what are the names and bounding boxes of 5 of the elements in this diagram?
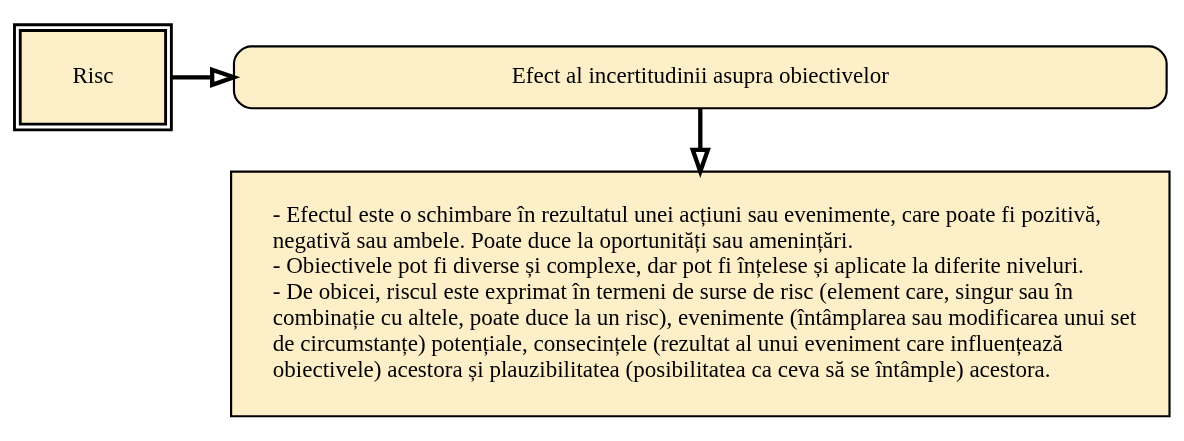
- arrow: [689, 108, 711, 178]
- node-box: Risc: [13, 23, 173, 132]
- arrow: [171, 66, 241, 88]
- node-box: - Efectul este o schimbare în rezultatul unei acțiuni sau evenimente, care poate fi pozitivă, negativă sau ambele. Poate duce la oportunități sau amenințări. - Obiectivele pot fi diverse și complexe, dar pot fi înțelese și aplicate la diferite niveluri. - De obicei, riscul este exprimat în termeni de surse de risc (element care, singur sau în combinație cu altele, poate duce la un risc), evenimente (întâmplarea sau modificarea unui set de circumstanțe) potențiale, consecințele (rezultat al unui eveniment care influențează obiectivele) acestora și plauzibilitatea (posibilitatea ca ceva să se întâmple) acestora.: [230, 170, 1171, 418]
- node-box: Efect al incertitudinii asupra obiectivelor: [232, 45, 1168, 110]
